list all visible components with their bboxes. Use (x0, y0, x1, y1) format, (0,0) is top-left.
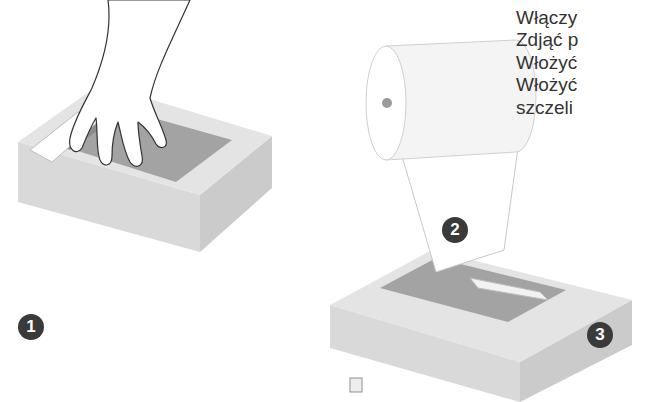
instruction-text: Włączy (516, 7, 577, 29)
callout-number: 3 (587, 322, 613, 348)
instruction-text: Włożyć (516, 52, 577, 74)
instruction-text: szczeli (516, 97, 573, 119)
instruction-text: Zdjąć p (516, 29, 578, 51)
instruction-text: Włożyć (516, 74, 577, 96)
paper-roll-end (366, 46, 406, 160)
printer-right (330, 40, 632, 402)
paper-roll-core (382, 98, 392, 108)
paper-guide (470, 278, 548, 300)
paper-slot (380, 258, 566, 322)
printer-left (18, 0, 272, 252)
power-switch (350, 378, 362, 392)
printer-top-face (330, 250, 632, 362)
callout-number: 1 (18, 314, 44, 340)
paper-sheet (402, 148, 518, 272)
hand (70, 0, 190, 166)
paper-roll-body (386, 40, 536, 160)
callout-number: 2 (442, 217, 468, 243)
